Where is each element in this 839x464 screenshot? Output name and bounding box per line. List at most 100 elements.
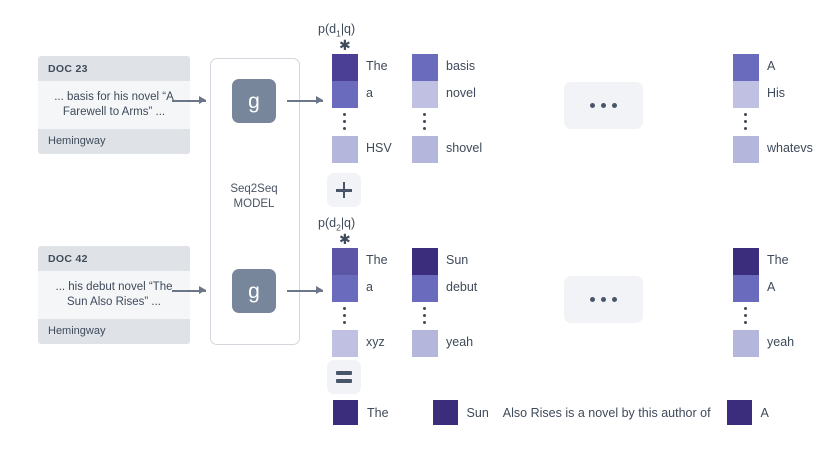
prob-row: A <box>733 275 839 302</box>
prob-swatch <box>733 330 759 357</box>
arrow-doc1-to-model <box>172 96 206 105</box>
generator-box-2: g <box>232 269 276 313</box>
dist2-column-1: The a xyz <box>332 248 442 357</box>
prob-token: The <box>366 253 388 267</box>
dist-2-label-tail: |q) <box>340 216 356 230</box>
generator-label-1: g <box>248 89 260 113</box>
prob-token: A <box>767 59 776 73</box>
prob-token: The <box>366 59 388 73</box>
prob-swatch <box>332 330 358 357</box>
arrow-shaft <box>287 290 323 292</box>
dist2-column-3: The A yeah <box>733 248 839 357</box>
prob-token: Sun <box>446 253 469 267</box>
document-header-2: DOC 42 <box>38 246 190 271</box>
prob-swatch <box>332 275 358 302</box>
output-swatch-2 <box>432 400 458 425</box>
prob-token: The <box>767 253 789 267</box>
document-footer-1: Hemingway <box>38 129 190 154</box>
prob-row: HSV <box>332 136 442 163</box>
document-card-1: DOC 23 ... basis for his novel “A Farewe… <box>38 56 190 154</box>
prob-row: a <box>332 275 442 302</box>
horizontal-ellipsis-icon <box>564 297 643 302</box>
prob-row: basis <box>412 54 522 81</box>
arrow-model-to-dist2 <box>287 286 323 295</box>
plus-icon <box>342 182 346 198</box>
prob-row: shovel <box>412 136 522 163</box>
prob-swatch <box>412 81 438 108</box>
prob-token: yeah <box>446 335 474 349</box>
prob-token: a <box>366 280 373 294</box>
prob-row: His <box>733 81 839 108</box>
output-token-3: A <box>760 405 769 420</box>
prob-swatch <box>733 248 759 275</box>
arrow-head <box>316 96 323 104</box>
equals-icon <box>336 371 352 375</box>
prob-row: yeah <box>733 330 839 357</box>
arrow-shaft <box>172 100 206 102</box>
prob-token: xyz <box>366 335 385 349</box>
document-card-2: DOC 42 ... his debut novel “The Sun Also… <box>38 246 190 344</box>
prob-swatch <box>412 275 438 302</box>
distribution-2-star-icon: ✱ <box>339 231 351 247</box>
prob-row: novel <box>412 81 522 108</box>
prob-row: debut <box>412 275 522 302</box>
prob-swatch <box>412 54 438 81</box>
document-body-1: ... basis for his novel “A Farewell to A… <box>38 81 190 129</box>
arrow-head <box>316 286 323 294</box>
prob-row: The <box>733 248 839 275</box>
model-title-line1: Seq2Seq <box>230 183 278 195</box>
vertical-ellipsis-icon <box>332 302 442 330</box>
prob-swatch <box>412 248 438 275</box>
vertical-ellipsis-icon <box>733 302 839 330</box>
dist-1-label-tail: |q) <box>340 22 356 36</box>
vertical-ellipsis-icon <box>332 108 442 136</box>
prob-row: The <box>332 54 442 81</box>
prob-swatch <box>332 81 358 108</box>
distribution-1-star-icon: ✱ <box>339 37 351 53</box>
dist1-column-1: The a HSV <box>332 54 442 163</box>
prob-swatch <box>412 136 438 163</box>
prob-swatch <box>733 275 759 302</box>
prob-swatch <box>332 248 358 275</box>
dist2-ellipsis-tile <box>564 276 643 323</box>
model-title-line2: MODEL <box>233 198 275 210</box>
prob-row: yeah <box>412 330 522 357</box>
prob-row: whatevs <box>733 136 839 163</box>
dist-2-label-sub: 2 <box>336 222 341 233</box>
equals-icon <box>336 379 352 383</box>
dist1-column-2: basis novel shovel <box>412 54 522 163</box>
vertical-ellipsis-icon <box>733 108 839 136</box>
dist1-column-3: A His whatevs <box>733 54 839 163</box>
output-sequence-row: The Sun Also Rises is a novel by this au… <box>333 400 769 425</box>
dist-1-label-sub: 1 <box>336 28 341 39</box>
dist1-ellipsis-tile <box>564 82 643 129</box>
prob-swatch <box>412 330 438 357</box>
prob-token: debut <box>446 280 478 294</box>
output-middle-text: Also Rises is a novel by this author of <box>502 405 711 420</box>
prob-token: yeah <box>767 335 795 349</box>
arrow-shaft <box>172 290 206 292</box>
prob-token: A <box>767 280 776 294</box>
output-swatch-1 <box>333 400 358 425</box>
prob-row: Sun <box>412 248 522 275</box>
prob-token: shovel <box>446 141 483 155</box>
prob-swatch <box>332 136 358 163</box>
output-token-1: The <box>367 405 389 420</box>
dist-1-label-p: p(d <box>318 22 337 36</box>
distribution-1-label: p(d1|q) <box>318 22 355 39</box>
generator-box-1: g <box>232 79 276 123</box>
model-title: Seq2Seq MODEL <box>210 182 298 212</box>
prob-swatch <box>332 54 358 81</box>
prob-token: a <box>366 86 373 100</box>
arrow-head <box>199 286 206 294</box>
document-header-1: DOC 23 <box>38 56 190 81</box>
plus-operator-tile <box>327 173 361 207</box>
prob-row: a <box>332 81 442 108</box>
prob-token: basis <box>446 59 476 73</box>
document-footer-2: Hemingway <box>38 319 190 344</box>
prob-swatch <box>733 81 759 108</box>
prob-row: The <box>332 248 442 275</box>
dist2-column-2: Sun debut yeah <box>412 248 522 357</box>
prob-row: A <box>733 54 839 81</box>
